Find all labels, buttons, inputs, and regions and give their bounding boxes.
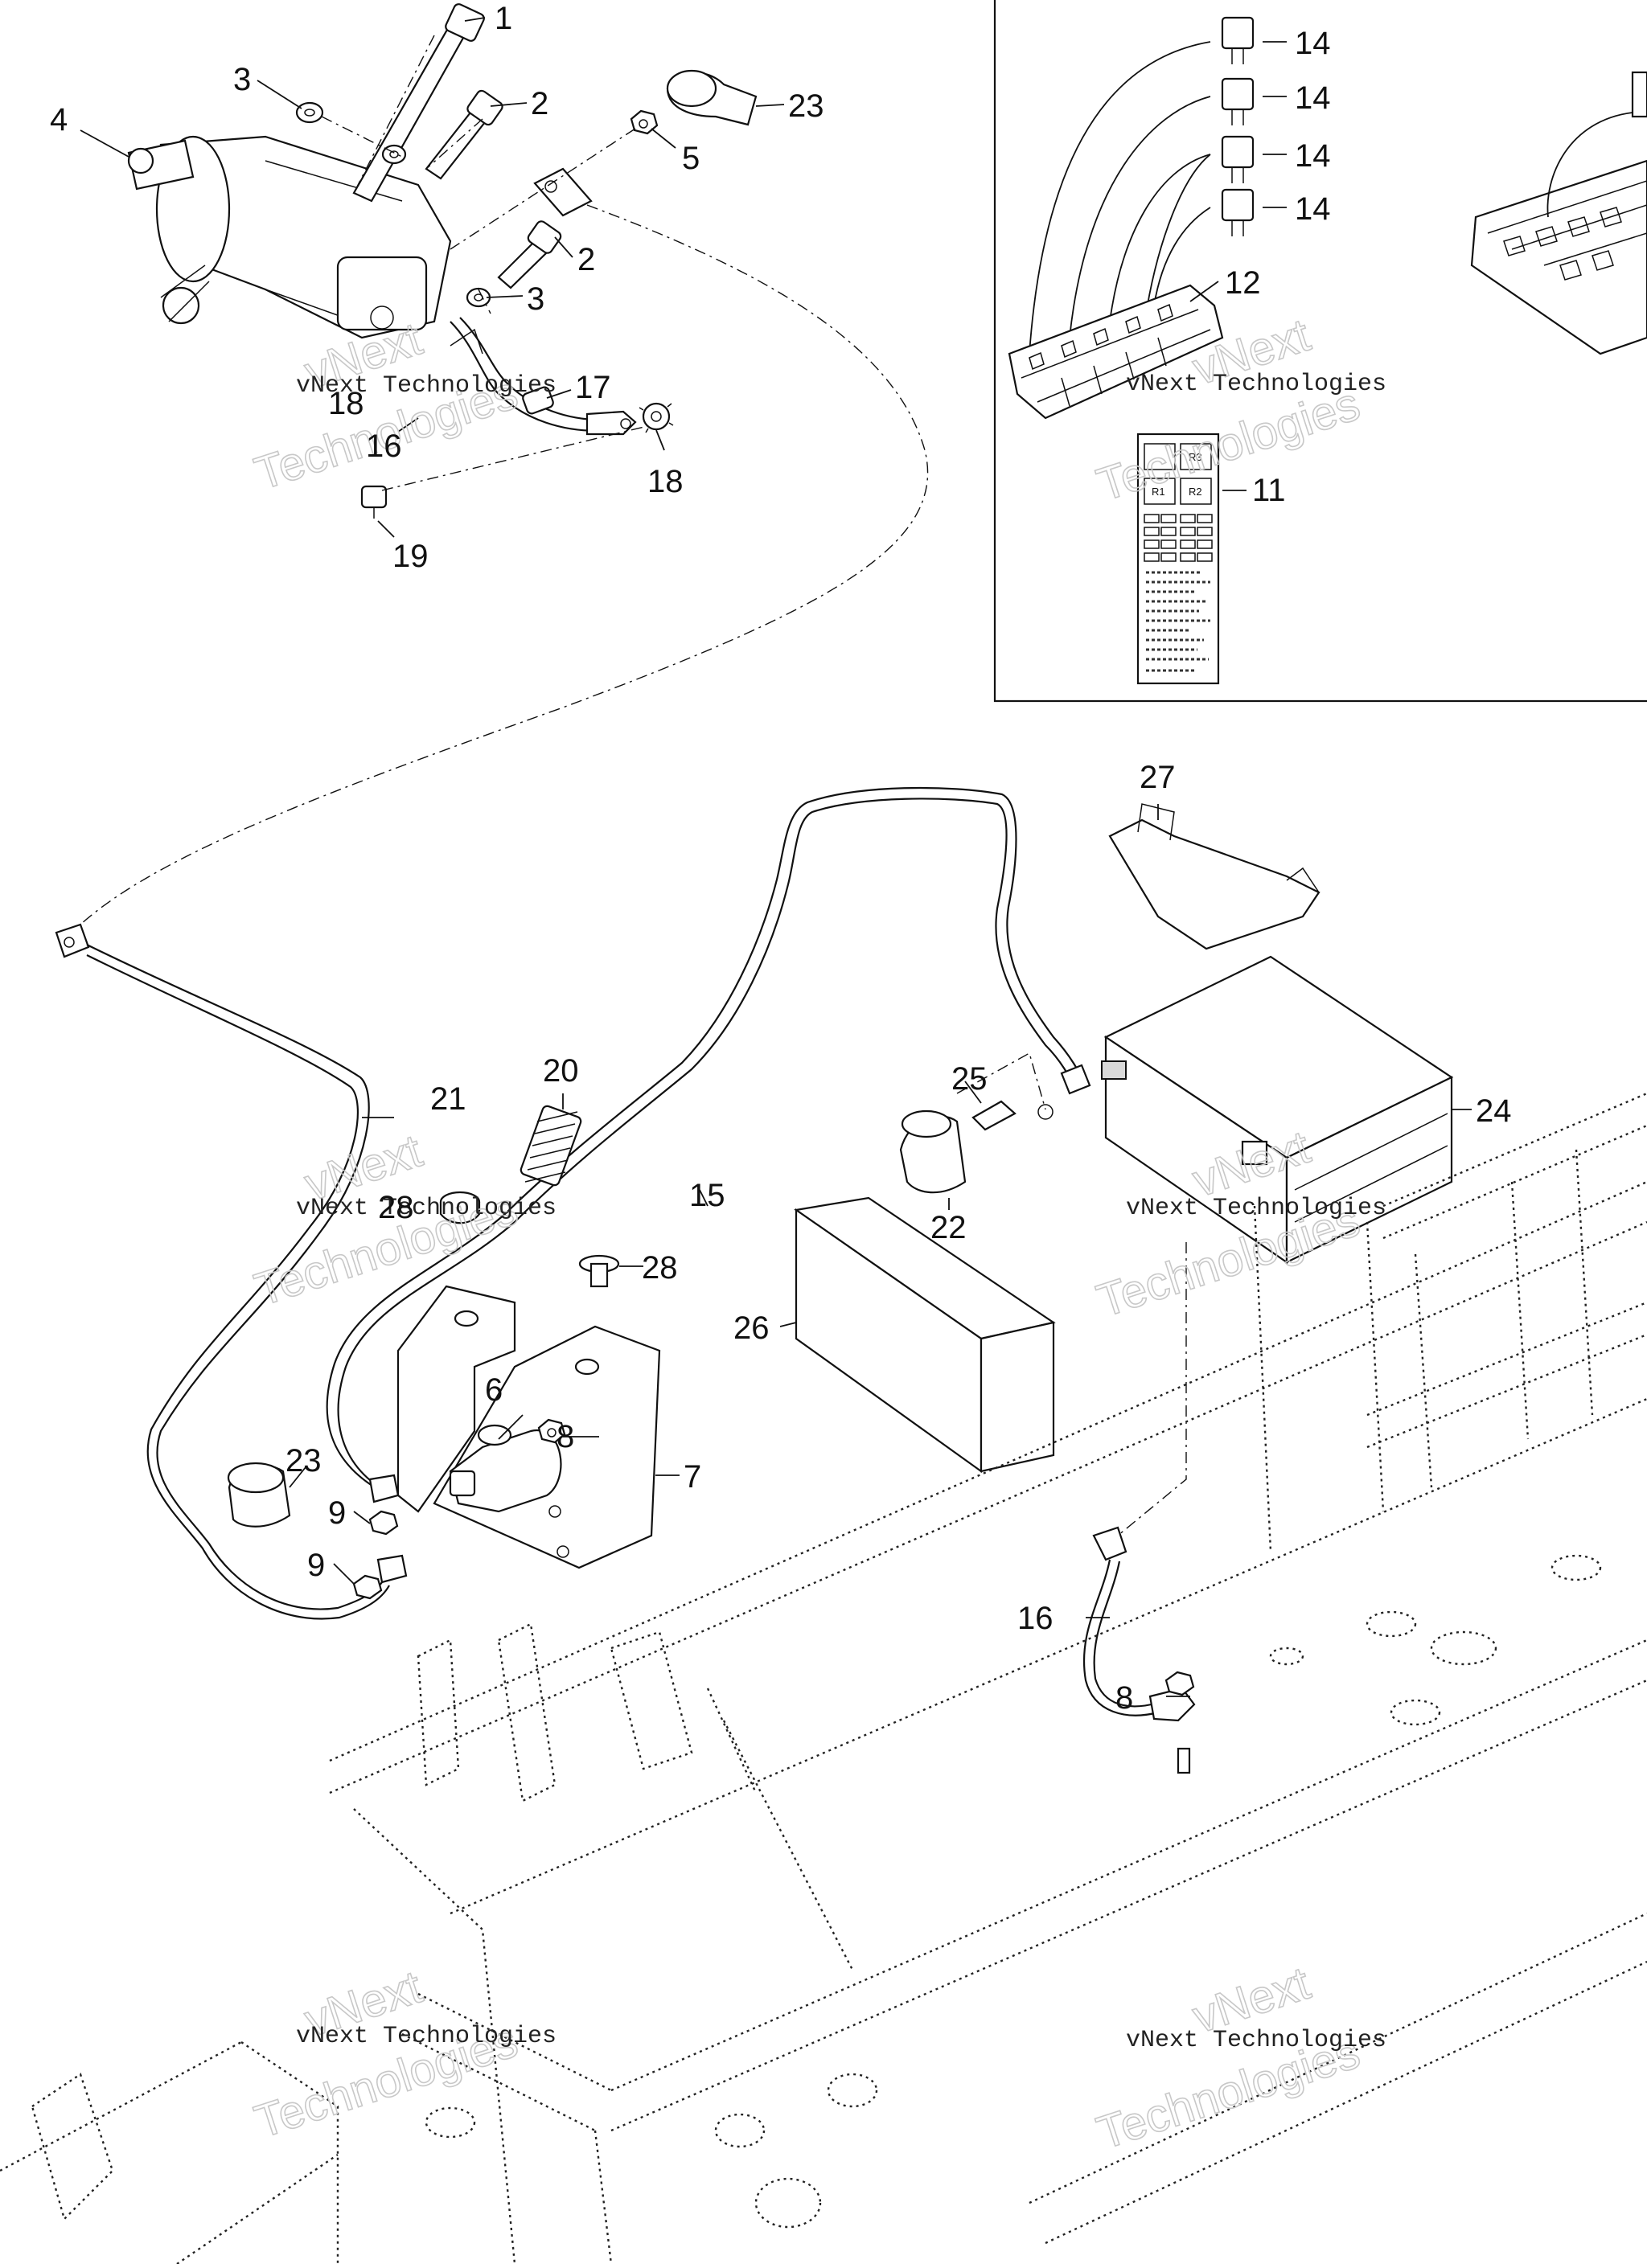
callout-11: 11 [1252,473,1286,508]
nut-9-lower [352,1574,383,1600]
relay-r1-label: R1 [1152,486,1165,498]
callout-28-right: 28 [642,1250,678,1286]
washer-3-lower [466,287,491,308]
washer-3-upper [295,101,324,124]
spring-20 [520,1105,582,1187]
callout-14-a: 14 [1295,26,1331,61]
callout-17: 17 [575,370,611,405]
watermark-text-3: vNext Technologies [296,1195,557,1222]
battery-cable-15 [326,786,1091,1503]
battery-strap [1108,803,1320,950]
callout-20: 20 [543,1053,579,1089]
callout-8-ground: 8 [1115,1680,1133,1716]
relay-r2-label: R2 [1189,486,1202,498]
callout-14-d: 14 [1295,191,1331,227]
callout-27: 27 [1140,760,1176,795]
callout-2-upper: 2 [531,86,548,121]
callout-26: 26 [733,1310,770,1346]
terminal-bolt-25 [956,1052,1054,1131]
cap-28-right [578,1254,620,1288]
watermark-text-2: vNext Technologies [1126,371,1386,398]
fuse-14-a [1221,16,1255,64]
fuse-label-card: R3 R1 R2 [1136,433,1220,685]
screw-19 [360,485,388,519]
ground-stud [1177,1747,1191,1774]
chassis-frame [0,1092,1647,2265]
nut-8-solenoid [537,1418,566,1444]
callout-leaders [80,17,1472,1697]
callout-28-left: 28 [378,1190,414,1225]
starter-motor [127,135,452,339]
watermark-text-1: vNext Technologies [296,372,557,400]
bolt-2-upper [425,89,503,180]
relay-r3-label: R3 [1189,451,1202,463]
fuse-14-c [1221,135,1255,183]
callout-4: 4 [50,102,68,137]
callout-19: 19 [392,539,429,574]
callout-18-right: 18 [647,464,684,499]
callout-9-upper: 9 [328,1495,346,1531]
callout-numbers: 1 2 3 4 5 23 2 3 17 18 16 18 19 14 14 14… [50,1,1512,1716]
starter-ground-cable [450,317,637,436]
callout-1: 1 [495,1,512,36]
starter-bolt [352,3,485,203]
solenoid-bracket [396,1285,661,1569]
nut-8-ground [1164,1671,1195,1696]
callout-18-left: 18 [328,386,364,421]
callout-16-lower: 16 [1017,1601,1054,1636]
callout-8-solenoid: 8 [557,1419,574,1454]
callout-23-lower: 23 [285,1443,322,1479]
bolt-17 [522,386,554,415]
callout-9-lower: 9 [307,1548,325,1583]
callout-23-upper: 23 [788,88,824,124]
boot-23-upper [666,69,758,126]
watermark-text-4: vNext Technologies [1126,1195,1386,1222]
callout-15: 15 [689,1178,725,1213]
starter-solenoid [449,1424,562,1513]
callout-21: 21 [430,1081,466,1117]
callout-12: 12 [1225,265,1261,301]
fuse-box-base [1470,71,1647,355]
fuse-box-inset: R3 R1 R2 [993,0,1647,703]
callout-14-c: 14 [1295,138,1331,174]
nut-9-upper [368,1510,399,1536]
watermark-text-5: vNext Technologies [296,2023,557,2050]
callout-16-upper: 16 [366,429,402,464]
cap-28-left [439,1191,481,1224]
cable-terminal-plate [533,167,593,217]
fuse-holder [1008,284,1224,420]
washer-3-mid [381,144,407,165]
callout-5: 5 [682,141,700,176]
battery-pad-26 [794,1196,1056,1474]
battery [1101,955,1454,1265]
callout-6: 6 [485,1372,503,1408]
callout-3-upper: 3 [233,62,251,97]
fuse-14-b [1221,77,1255,125]
terminal-boot-22 [899,1109,967,1194]
callout-25: 25 [951,1061,988,1097]
callout-3-lower: 3 [527,281,544,317]
fuse-14-d [1221,188,1255,236]
callout-14-b: 14 [1295,80,1331,116]
callout-24: 24 [1476,1093,1512,1129]
bolt-2-lower [497,220,562,289]
lock-washer-18 [639,402,674,433]
callout-22: 22 [930,1210,967,1245]
nut-5 [630,109,659,135]
battery-cable-21 [55,923,408,1620]
watermark-text-6: vNext Technologies [1126,2027,1386,2054]
callout-2-lower: 2 [577,242,595,277]
callout-7: 7 [684,1459,701,1495]
boot-23-lower [227,1462,291,1528]
